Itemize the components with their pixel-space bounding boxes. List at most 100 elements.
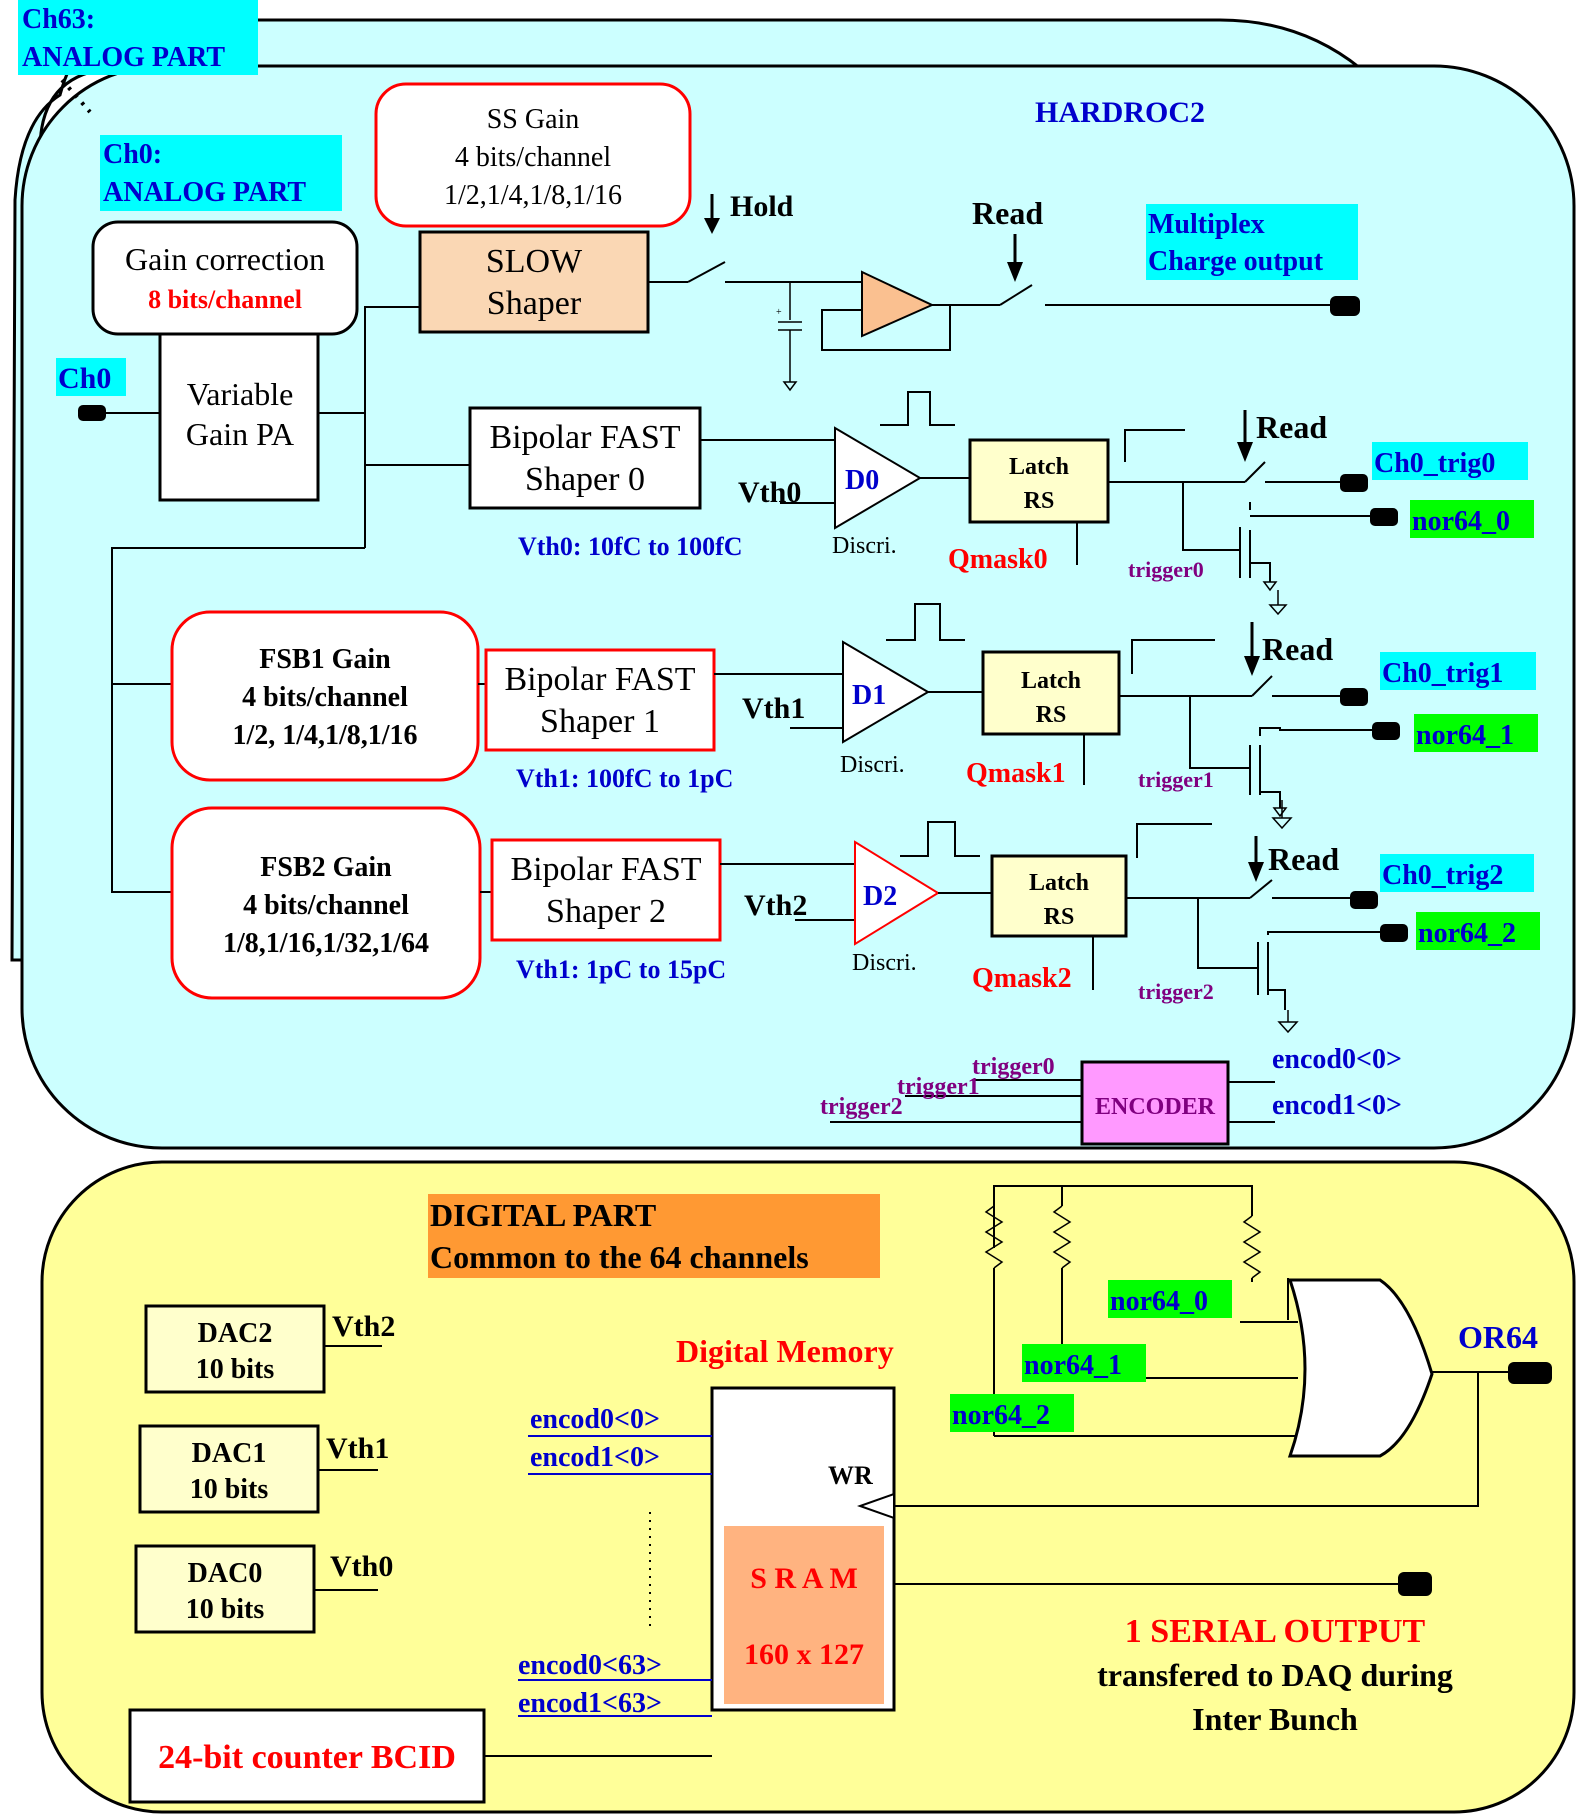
nor64-0-box <box>1410 500 1534 538</box>
or64-label: OR64 <box>1458 1319 1538 1355</box>
fast-shaper-1-box <box>484 648 716 752</box>
vth2-range: Vth1: 1pC to 15pC <box>516 955 726 984</box>
dac1-out-vth1: Vth1 <box>326 1432 389 1465</box>
fsb1-line3: 1/2, 1/4,1/8,1/16 <box>232 720 417 751</box>
ch0-trig1-pad <box>1340 688 1368 706</box>
vth0-label: Vth0 <box>738 476 801 509</box>
discri-2-path <box>720 821 1408 1034</box>
fsb2-line1: FSB2 Gain <box>260 852 392 883</box>
fast-shaper-1-line2: Shaper 1 <box>540 703 660 740</box>
ch0-input-pad <box>78 405 106 421</box>
serial-output-line2: transfered to DAQ during <box>1097 1657 1453 1693</box>
read-1-label: Read <box>1262 631 1333 667</box>
ch0-input-label: Ch0 <box>58 362 111 395</box>
qmask1-label: Qmask1 <box>966 758 1066 789</box>
ch0-trig2-pad <box>1350 891 1378 909</box>
discri-1-label: Discri. <box>840 752 905 778</box>
fsb2-gain-box <box>170 806 482 1000</box>
mem-in-encod0-0: encod0<0> <box>530 1404 660 1435</box>
ss-gain-line3: 1/2,1/4,1/8,1/16 <box>444 180 622 211</box>
bcid-label: 24-bit counter BCID <box>158 1739 456 1776</box>
nor64-1-box <box>1414 714 1538 752</box>
or-in-nor64-1: nor64_1 <box>1024 1350 1122 1381</box>
capacitor-plus: + <box>776 307 782 318</box>
dac0-bits: 10 bits <box>186 1594 265 1625</box>
discri-0-label: Discri. <box>832 533 897 559</box>
fast-shaper-0-line2: Shaper 0 <box>525 461 645 498</box>
fast-shaper-1-line1: Bipolar FAST <box>504 661 695 698</box>
serial-output-title: 1 SERIAL OUTPUT <box>1125 1613 1426 1650</box>
read-2-label: Read <box>1268 841 1339 877</box>
slow-shaper-line1: SLOW <box>486 243 583 280</box>
vth2-label: Vth2 <box>744 889 807 922</box>
discri-2-label: Discri. <box>852 950 917 976</box>
trigger1-label: trigger1 <box>1138 767 1214 792</box>
ch0-trig0-pad <box>1340 474 1368 492</box>
ch63-label-box <box>18 0 258 75</box>
digital-title-line1: DIGITAL PART <box>430 1197 656 1233</box>
d0-label: D0 <box>845 465 879 496</box>
dac0-label: DAC0 <box>188 1558 263 1589</box>
discri-1-path <box>714 603 1400 830</box>
gain-correction-box <box>91 220 359 336</box>
or64-gate <box>1287 1278 1434 1458</box>
or-in-nor64-0: nor64_0 <box>1110 1286 1208 1317</box>
encoder-in-trigger0: trigger0 <box>972 1054 1055 1080</box>
ss-gain-line1: SS Gain <box>487 104 580 135</box>
or-in-nor64-1-box <box>1022 1344 1146 1382</box>
hold-label: Hold <box>730 190 794 223</box>
dac1-box <box>138 1424 320 1514</box>
read-0-label: Read <box>1256 409 1327 445</box>
hardroc-title: HARDROC2 <box>1035 96 1205 129</box>
fsb2-line2: 4 bits/channel <box>243 890 409 921</box>
gain-correction-label: Gain correction <box>125 241 325 277</box>
encoder-wires <box>830 1079 1275 1123</box>
latch-0-rs: RS <box>1024 488 1055 514</box>
mem-in-encod1-0: encod1<0> <box>530 1442 660 1473</box>
discriminator-d1 <box>842 640 930 744</box>
nor64-2-label: nor64_2 <box>1418 918 1516 949</box>
mem-in-encod1-63: encod1<63> <box>518 1688 662 1719</box>
pullup-resistor-1 <box>1052 1205 1072 1269</box>
read-top-label: Read <box>972 195 1043 231</box>
d2-label: D2 <box>863 881 897 912</box>
serial-output-line3: Inter Bunch <box>1192 1701 1358 1737</box>
slow-path: + <box>648 194 1360 392</box>
ch0-title-label: Ch0: <box>103 139 162 170</box>
fast-shaper-0-box <box>468 406 702 510</box>
sram-block <box>724 1526 884 1704</box>
fast-shaper-2-line1: Bipolar FAST <box>510 851 701 888</box>
latch-2-rs: RS <box>1044 904 1075 930</box>
channel-ellipsis-dots <box>60 78 92 114</box>
pullup-resistor-0 <box>1242 1215 1262 1279</box>
or-in-nor64-0-box <box>1108 1280 1232 1318</box>
nor64-2-box <box>1416 912 1540 950</box>
ch63-label: Ch63: <box>22 4 95 35</box>
encoder-box <box>1080 1060 1230 1146</box>
nor64-0-label: nor64_0 <box>1412 506 1510 537</box>
slow-shaper-box <box>418 230 650 334</box>
or64-output-pad <box>1508 1362 1552 1384</box>
bcid-counter-box <box>128 1708 486 1804</box>
encoder-in-trigger2: trigger2 <box>820 1094 903 1120</box>
fsb1-gain-box <box>170 610 480 782</box>
multiplex-line2: Charge output <box>1148 246 1324 277</box>
vgpa-line2: Gain PA <box>186 416 294 452</box>
dac2-box <box>144 1304 326 1394</box>
discriminator-d2 <box>854 840 940 946</box>
ss-gain-box <box>374 82 692 228</box>
latch-1-rs: RS <box>1036 702 1067 728</box>
ch0-label-box <box>100 135 342 211</box>
vgpa-line1: Variable <box>187 376 294 412</box>
or-in-nor64-2: nor64_2 <box>952 1400 1050 1431</box>
latch-0-label: Latch <box>1009 454 1069 480</box>
digital-memory-label: Digital Memory <box>676 1333 894 1369</box>
multiplex-output-pad <box>1330 296 1360 316</box>
ch0-trig2-label: Ch0_trig2 <box>1382 860 1503 891</box>
dac2-label: DAC2 <box>198 1318 273 1349</box>
nor64-2-pad <box>1380 924 1408 942</box>
encoder-label: ENCODER <box>1095 1094 1216 1120</box>
latch-rs-2 <box>990 854 1128 938</box>
memory-input-wires <box>484 1435 1432 1757</box>
nor64-0-pad <box>1370 508 1398 526</box>
